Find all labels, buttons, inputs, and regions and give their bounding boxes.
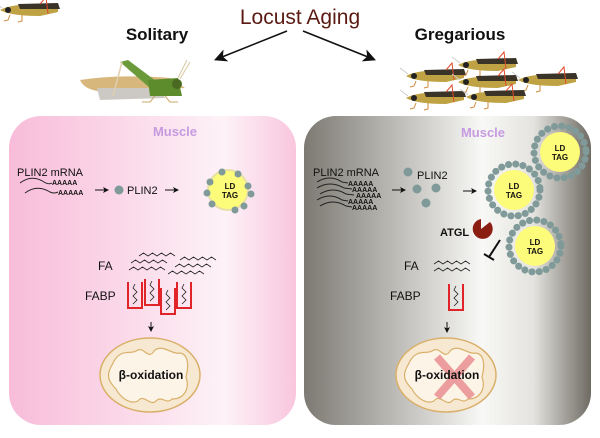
fabp-label: FABP [390,289,421,303]
beta-oxidation-label: β-oxidation [415,368,480,382]
fabp-label: FABP [85,289,116,303]
atgl-label: ATGL [440,227,469,239]
title: Locust Aging [240,6,360,29]
svg-text:TAG: TAG [527,247,543,256]
gregarious-locust-swarm-illustration [0,0,579,111]
svg-text:LD: LD [509,182,520,191]
svg-text:AAAAA: AAAAA [348,181,373,188]
arrow-to-solitary [214,30,288,62]
solitary-muscle-panel: Muscle PLIN2 mRNA AAAAA AAAAA PLIN2 LD T… [9,116,296,425]
muscle-label: Muscle [153,124,197,139]
svg-text:TAG: TAG [506,191,522,200]
lipid-droplet: LD TAG [203,168,255,214]
svg-text:AAAAA: AAAAA [356,193,381,200]
lipid-droplets: LD TAG LD TAG LD TAG [484,122,590,276]
plin2-protein [114,185,124,195]
svg-text:AAAAA: AAAAA [52,180,77,187]
beta-oxidation-label: β-oxidation [119,368,184,382]
muscle-label: Muscle [461,125,505,140]
blocked-x-icon [433,354,476,400]
gregarious-label: Gregarious [415,25,506,44]
plin2-label: PLIN2 [417,170,448,182]
gregarious-muscle-panel: Muscle PLIN2 mRNA AAAAA AAAAA AAAAA AAAA… [304,116,591,425]
mrna-strands: AAAAA AAAAA [19,177,83,197]
svg-text:TAG: TAG [552,153,568,162]
svg-text:AAAAA: AAAAA [352,205,377,212]
plin2-mrna-label: PLIN2 mRNA [313,167,380,179]
svg-text:AAAAA: AAAAA [352,187,377,194]
svg-text:LD: LD [225,182,236,191]
mrna-strands: AAAAA AAAAA AAAAA AAAAA AAAAA [316,177,381,212]
fa-label: FA [404,259,419,273]
svg-text:AAAAA: AAAAA [348,199,373,206]
fa-label: FA [98,259,113,273]
plin2-label: PLIN2 [127,185,158,197]
svg-text:TAG: TAG [222,191,238,200]
inhibition-icon [483,239,501,261]
solitary-label: Solitary [126,25,189,44]
plin2-mrna-label: PLIN2 mRNA [17,167,84,179]
solitary-locust-illustration [80,59,191,103]
svg-text:AAAAA: AAAAA [58,190,83,197]
svg-text:LD: LD [555,144,566,153]
plin2-proteins [403,167,441,208]
atgl-enzyme-icon [472,219,493,239]
arrow-to-gregarious [302,30,376,62]
svg-text:LD: LD [530,238,541,247]
